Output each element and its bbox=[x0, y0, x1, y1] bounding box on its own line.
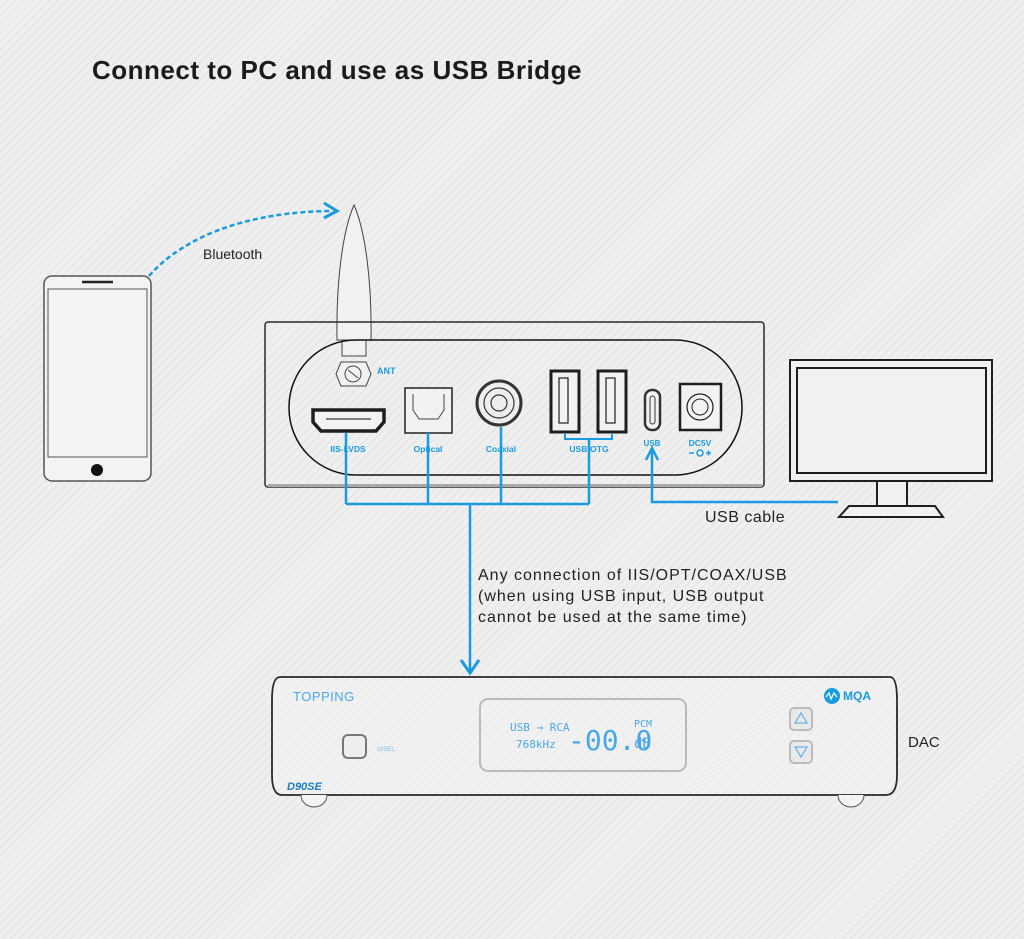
display-volume: -00.0 bbox=[568, 724, 652, 757]
note-line: (when using USB input, USB output bbox=[478, 588, 765, 605]
mqa-logo: MQA bbox=[843, 689, 871, 703]
display-format: PCM bbox=[634, 719, 652, 730]
usb-c-port bbox=[643, 388, 662, 432]
page-title: Connect to PC and use as USB Bridge bbox=[92, 55, 582, 85]
display-route: USB → RCA bbox=[510, 721, 570, 734]
volume-up-button[interactable] bbox=[790, 708, 812, 730]
power-sel-label: ⏻/SEL bbox=[377, 746, 395, 753]
port-label-iis: IIS-LVDS bbox=[330, 444, 366, 454]
dc-power-port bbox=[678, 382, 723, 432]
note-line: Any connection of IIS/OPT/COAX/USB bbox=[478, 567, 788, 584]
model-label: D90SE bbox=[287, 781, 323, 793]
smartphone-icon bbox=[43, 275, 152, 482]
usb-pointer-icon bbox=[644, 445, 660, 461]
port-label-usb: USB bbox=[644, 439, 661, 448]
rear-panel bbox=[264, 321, 765, 488]
monitor-icon bbox=[789, 359, 993, 518]
connection-note: Any connection of IIS/OPT/COAX/USB (when… bbox=[478, 565, 788, 628]
display-unit: dB bbox=[634, 736, 651, 752]
dac-label: DAC bbox=[908, 734, 940, 751]
volume-down-button[interactable] bbox=[790, 741, 812, 763]
port-label-dc: DC5V bbox=[689, 438, 712, 448]
antenna-icon bbox=[335, 203, 372, 387]
usb-otg-ports bbox=[549, 369, 628, 440]
hdmi-port bbox=[311, 408, 386, 433]
connection-lines bbox=[344, 427, 838, 676]
coaxial-port bbox=[475, 379, 523, 427]
usb-cable-label: USB cable bbox=[705, 509, 786, 526]
optical-port bbox=[404, 387, 453, 434]
note-line: cannot be used at the same time) bbox=[478, 609, 748, 626]
bluetooth-label: Bluetooth bbox=[203, 246, 263, 262]
dc-polarity-icon bbox=[689, 449, 711, 457]
antenna-label: ANT bbox=[377, 366, 396, 376]
dac-front-panel bbox=[271, 676, 898, 808]
display-rate: 768kHz bbox=[516, 738, 556, 751]
brand-logo: TOPPING bbox=[293, 689, 355, 704]
bluetooth-arrow bbox=[148, 201, 341, 277]
